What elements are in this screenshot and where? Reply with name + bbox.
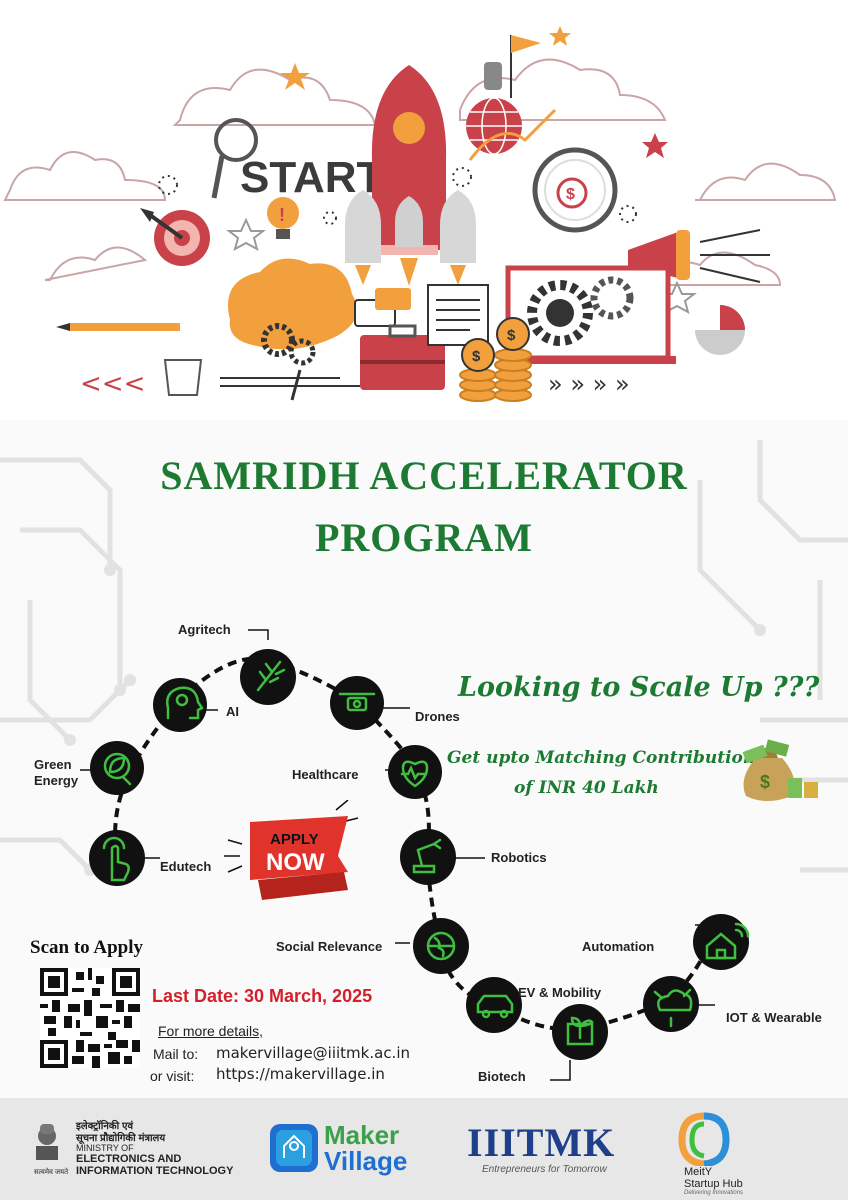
startup-illustration-art: START UP	[3, 26, 837, 402]
maker-village-logo	[270, 1124, 318, 1172]
promo-headline: Looking to Scale Up ???	[458, 672, 820, 703]
ev-mobility-circle	[466, 977, 522, 1033]
svg-text:$: $	[566, 186, 575, 203]
sector-label-biotech: Biotech	[478, 1069, 526, 1084]
sector-label-green-energy: Green Energy	[34, 757, 79, 788]
scan-to-apply-label: Scan to Apply	[30, 937, 143, 958]
robot-arm-icon	[412, 838, 442, 874]
startup-illustration: START UP	[0, 0, 848, 420]
maker-village-word-1: Maker	[324, 1120, 400, 1150]
qr-code[interactable]	[40, 968, 140, 1068]
sector-label-robotics: Robotics	[491, 850, 547, 865]
last-date: Last Date: 30 March, 2025	[152, 986, 373, 1006]
program-title-line-1: SAMRIDH ACCELERATOR	[160, 453, 688, 498]
national-emblem-icon	[36, 1124, 58, 1160]
apply-now-badge[interactable]: APPLY NOW	[218, 800, 368, 906]
promo-line-1: Get upto Matching Contribution	[447, 748, 756, 768]
leaf-plug-icon	[103, 752, 132, 786]
ministry-hindi-2: सूचना प्रौद्योगिकी मंत्रालय	[76, 1133, 166, 1144]
svg-text:$: $	[472, 348, 481, 365]
ministry-english-3: INFORMATION TECHNOLOGY	[76, 1165, 234, 1177]
sponsor-footer: सत्यमेव जयते इलेक्ट्रॉनिकी एवं सूचना प्र…	[0, 1098, 848, 1200]
brain-head-icon	[166, 686, 204, 720]
healthcare-circle	[388, 745, 442, 799]
ministry-hindi-1: इलेक्ट्रॉनिकी एवं	[76, 1121, 134, 1132]
cloud-network-icon	[653, 988, 693, 1028]
ministry-english-1: MINISTRY OF	[76, 1143, 134, 1153]
iot-wearable-circle	[643, 976, 699, 1032]
sector-label-edutech: Edutech	[160, 859, 212, 874]
sector-label-healthcare: Healthcare	[292, 767, 359, 782]
sector-label-drones: Drones	[415, 709, 460, 724]
sector-label-iot-wearable: IOT & Wearable	[726, 1010, 822, 1025]
svg-text:$: $	[507, 327, 516, 344]
drones-circle	[330, 676, 384, 730]
plant-flask-icon	[566, 1016, 594, 1046]
drone-icon	[338, 692, 376, 712]
sector-label-agritech: Agritech	[178, 622, 231, 637]
promo-line-2: of INR 40 Lakh	[514, 778, 659, 798]
automation-circle	[693, 914, 749, 970]
mail-label: Mail to:	[153, 1046, 199, 1062]
meity-word-1: MeitY	[684, 1166, 713, 1178]
ministry-english-2: ELECTRONICS AND	[76, 1153, 182, 1165]
wheat-icon	[256, 660, 286, 692]
maker-village-word-2: Village	[324, 1146, 408, 1176]
sector-label-ev-mobility: EV & Mobility	[518, 985, 602, 1000]
heartbeat-icon	[400, 760, 429, 788]
svg-text:» » » »: » » » »	[548, 370, 630, 398]
globe-icon	[426, 931, 456, 961]
svg-text:!: !	[279, 205, 285, 225]
visit-label: or visit:	[150, 1068, 195, 1084]
meity-word-2: Startup Hub	[684, 1178, 743, 1190]
sector-ring	[80, 629, 750, 1081]
car-icon	[476, 994, 514, 1019]
apply-badge-line-2: NOW	[266, 849, 325, 876]
smart-home-icon	[705, 922, 750, 960]
mail-link[interactable]: makervillage@iiitmk.ac.in	[216, 1044, 411, 1062]
emblem-motto: सत्यमेव जयते	[34, 1169, 69, 1176]
svg-text:<<<: <<<	[80, 369, 145, 399]
touch-hand-icon	[102, 836, 130, 882]
svg-text:$: $	[760, 772, 770, 792]
money-bag-icon: $	[742, 739, 818, 801]
sector-label-social-relevance: Social Relevance	[276, 939, 383, 954]
iiitmk-logo-text: IIITMK	[467, 1120, 616, 1165]
program-title-line-2: PROGRAM	[314, 515, 534, 560]
meity-startup-hub-logo	[678, 1112, 730, 1166]
website-link[interactable]: https://makervillage.in	[216, 1065, 385, 1083]
sector-label-automation: Automation	[582, 939, 655, 954]
robotics-circle	[400, 829, 456, 885]
green-energy-circle	[90, 741, 144, 795]
details-heading: For more details,	[158, 1023, 264, 1039]
sector-label-ai: AI	[226, 704, 239, 719]
iiitmk-tagline: Entrepreneurs for Tomorrow	[482, 1164, 607, 1175]
meity-tagline: Delivering Innovations	[684, 1190, 744, 1196]
apply-badge-line-1: APPLY	[270, 831, 319, 848]
